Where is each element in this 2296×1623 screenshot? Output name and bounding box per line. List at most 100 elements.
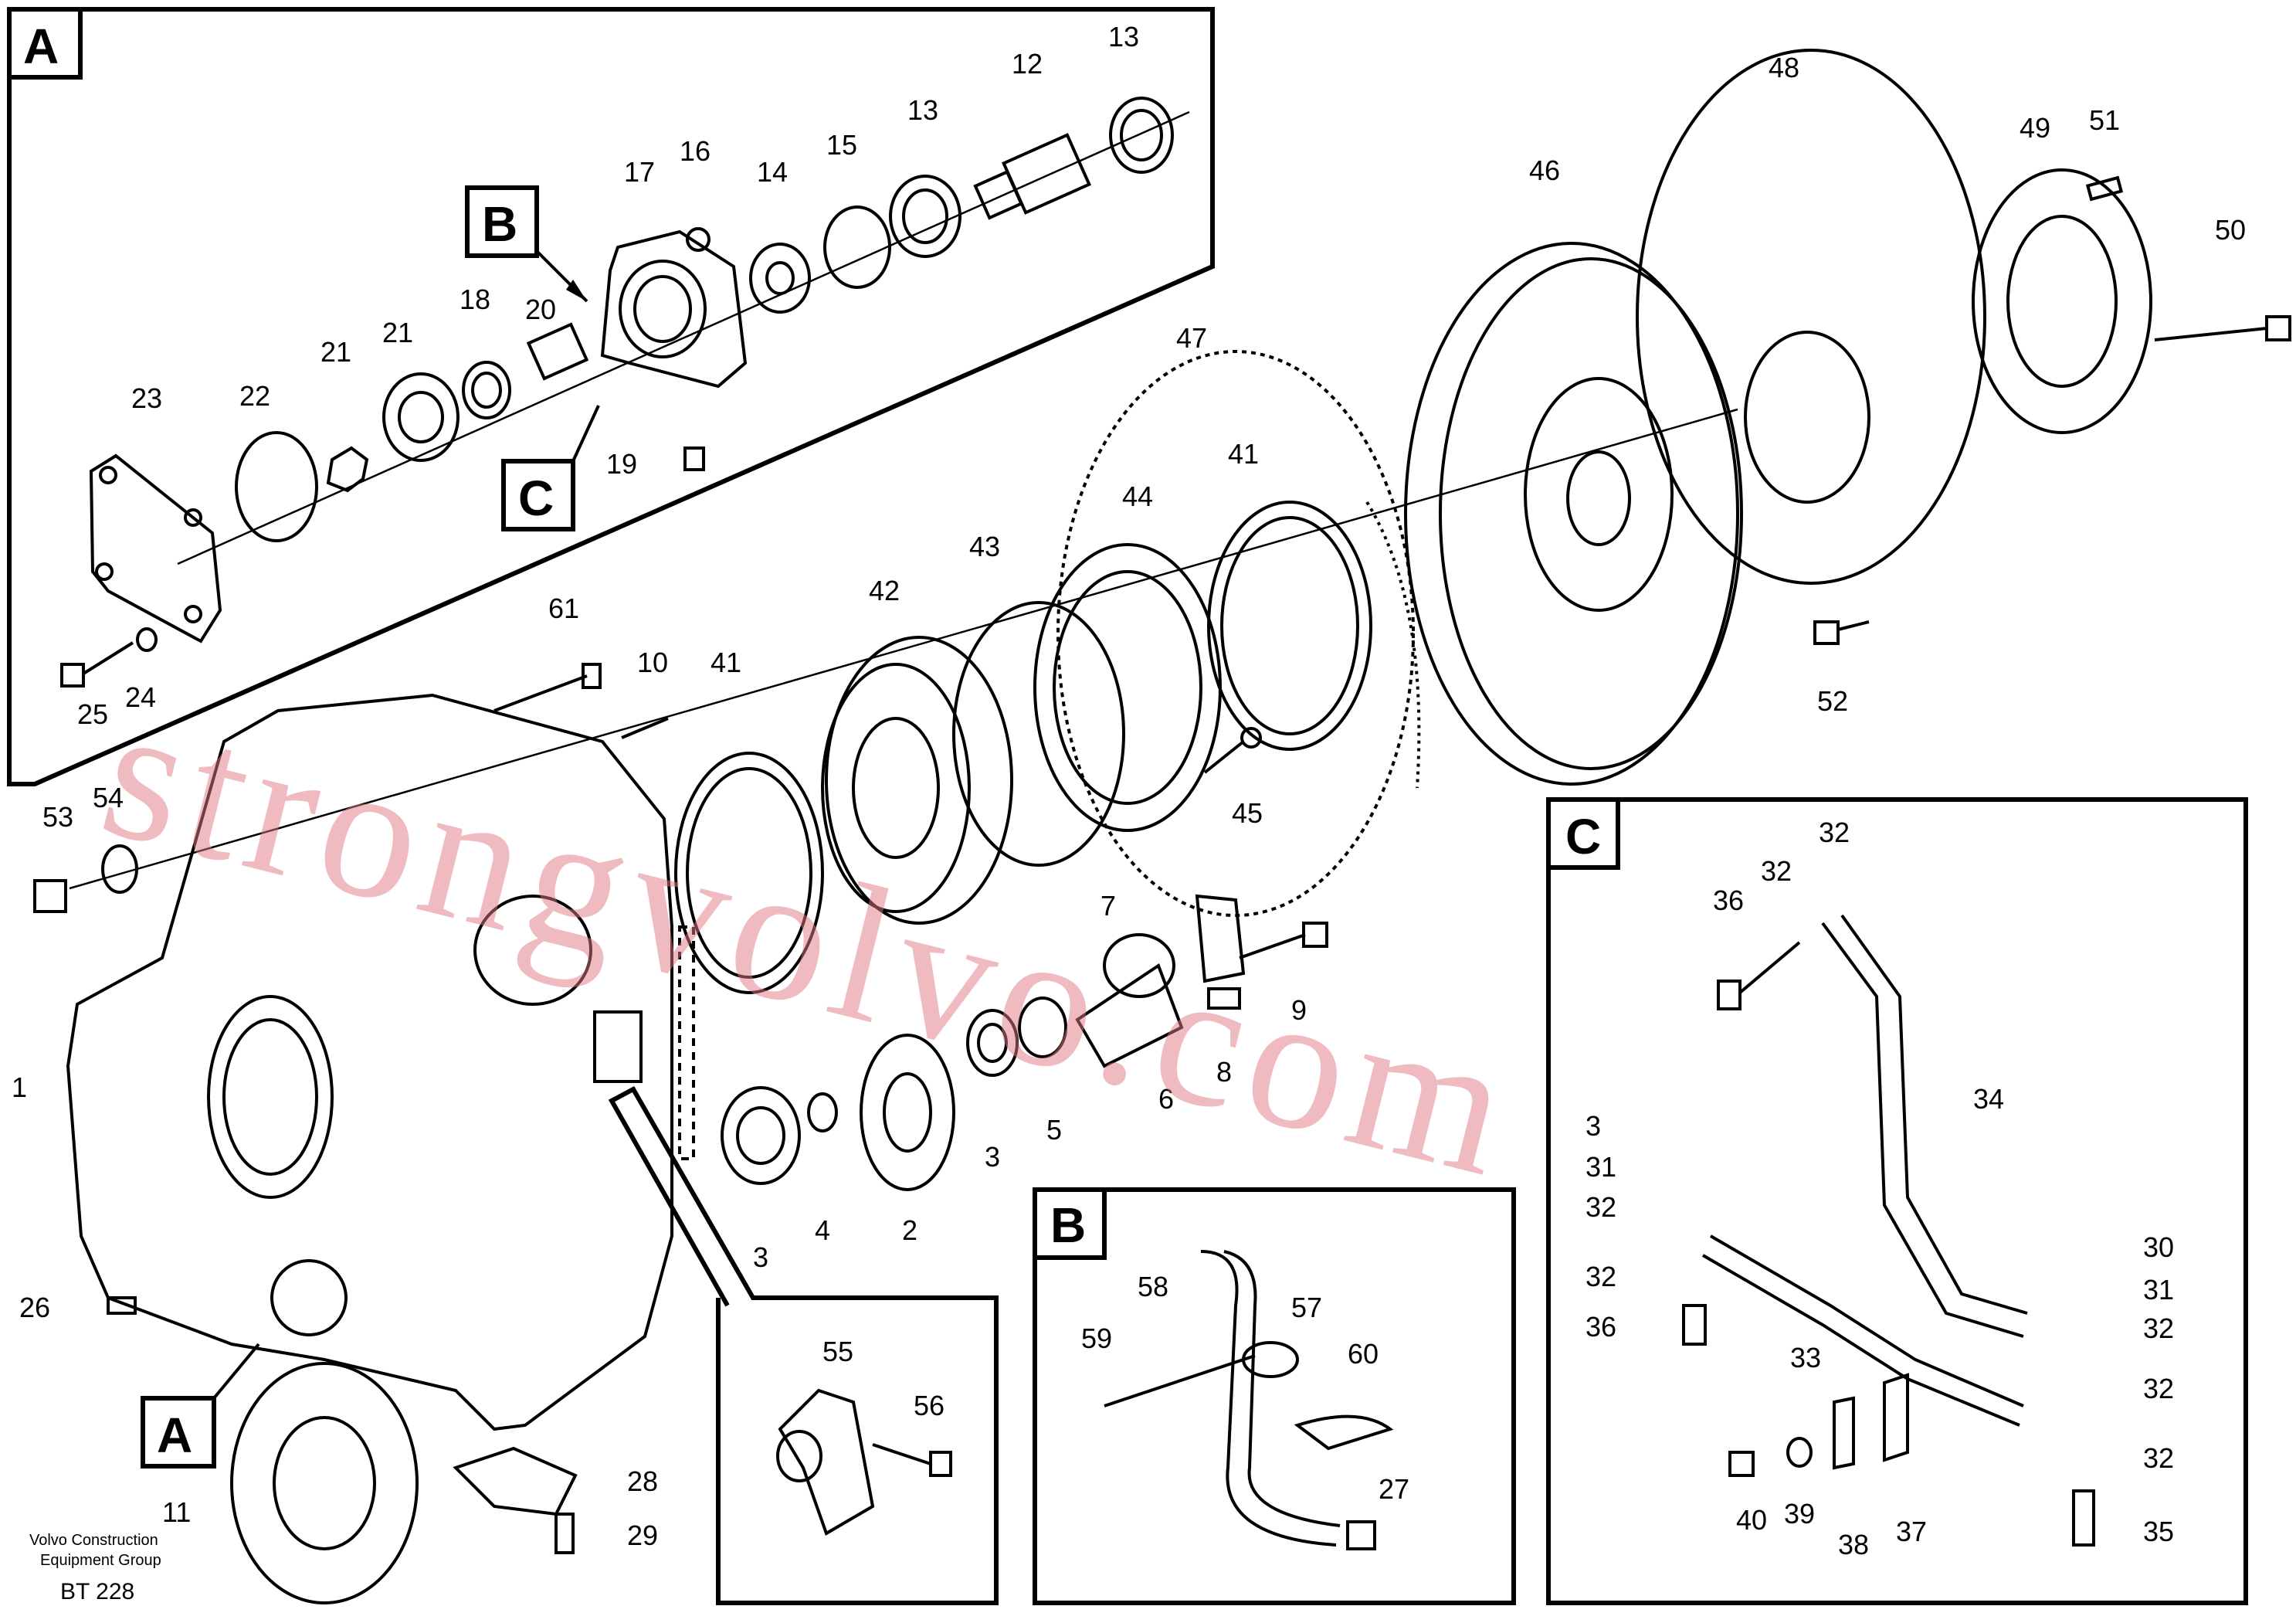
part-number-label: 40 — [1736, 1504, 1767, 1536]
clip-8 — [1207, 987, 1241, 1010]
part-number-label: 12 — [1012, 48, 1043, 80]
part-number-label: 24 — [125, 681, 156, 713]
part-number-label: 27 — [1379, 1473, 1409, 1505]
part-number-label: 3 — [1585, 1110, 1601, 1142]
bearing-13-left — [889, 175, 961, 258]
pump-assembly-detail-a — [60, 97, 1190, 688]
part-number-label: 52 — [1817, 685, 1848, 717]
part-number-label: 32 — [1819, 817, 1850, 848]
part-number-label: 44 — [1122, 480, 1153, 512]
pin-45 — [1203, 727, 1262, 774]
bolt-9 — [1239, 922, 1328, 959]
callout-box-b — [465, 185, 539, 258]
part-number-label: 41 — [1228, 438, 1259, 470]
part-number-label: 51 — [2089, 104, 2120, 136]
callout-letter-a-top: A — [23, 19, 59, 74]
o-ring-43 — [952, 601, 1125, 867]
callout-letter-c-inset: C — [1565, 809, 1601, 864]
callout-letter-c: C — [518, 470, 554, 526]
hose-detail-b — [1104, 1250, 1394, 1550]
pipe-detail-c — [1682, 914, 2095, 1547]
callout-letter-b: B — [482, 196, 517, 252]
part-number-label: 3 — [985, 1141, 1000, 1173]
part-number-label: 46 — [1529, 154, 1560, 186]
part-number-label: 36 — [1713, 885, 1744, 916]
part-number-label: 43 — [969, 531, 1000, 562]
part-number-label: 57 — [1291, 1292, 1322, 1323]
part-number-label: 20 — [525, 294, 556, 325]
cover-23 — [89, 453, 222, 643]
cover-plate-28 — [453, 1446, 578, 1516]
part-number-label: 13 — [907, 94, 938, 126]
footer-code: BT 228 — [60, 1579, 134, 1604]
part-number-label: 39 — [1784, 1498, 1815, 1530]
part-number-label: 7 — [1101, 890, 1116, 922]
o-ring-16 — [686, 227, 711, 252]
shaft-6 — [1075, 933, 1184, 1068]
bolt-29 — [554, 1513, 575, 1554]
o-ring-5 — [1018, 997, 1067, 1058]
part-number-label: 32 — [2143, 1442, 2174, 1474]
seal-41-left — [674, 752, 824, 994]
part-number-label: 32 — [1761, 855, 1792, 887]
housing-17 — [600, 229, 748, 389]
part-number-label: 48 — [1769, 52, 1799, 83]
part-number-label: 45 — [1232, 797, 1263, 829]
part-labels: 13 12 13 16 15 14 17 18 20 21 21 22 23 1… — [12, 21, 2246, 1560]
plug-19 — [683, 446, 705, 471]
part-number-label: 18 — [460, 284, 490, 315]
o-ring-15 — [823, 205, 891, 289]
gear-11 — [230, 1362, 419, 1604]
part-number-label: 16 — [680, 135, 711, 167]
part-number-label: 37 — [1896, 1516, 1927, 1547]
part-number-label: 41 — [711, 647, 741, 678]
seal-41-right — [1207, 501, 1372, 751]
part-number-label: 6 — [1158, 1083, 1174, 1115]
part-number-label: 36 — [1585, 1311, 1616, 1343]
part-number-label: 50 — [2215, 214, 2246, 246]
part-number-label: 58 — [1138, 1271, 1168, 1302]
part-number-label: 23 — [131, 382, 162, 414]
part-number-label: 59 — [1081, 1323, 1112, 1354]
bushing-20 — [526, 322, 589, 381]
part-number-label: 26 — [19, 1292, 50, 1323]
part-number-label: 17 — [624, 156, 655, 188]
gear-21-inner — [326, 446, 369, 493]
part-number-label: 10 — [637, 647, 668, 678]
part-number-label: 61 — [548, 592, 579, 624]
part-number-label: 31 — [2143, 1274, 2174, 1306]
stud-10 — [621, 717, 669, 739]
part-number-label: 49 — [2020, 112, 2050, 144]
part-number-label: 15 — [826, 129, 857, 161]
bearing-3-left — [721, 1086, 801, 1185]
part-number-label: 2 — [902, 1214, 917, 1246]
ring-4 — [807, 1092, 838, 1132]
bolt-51 — [2085, 175, 2124, 202]
part-number-label: 22 — [239, 380, 270, 412]
bearing-3-right — [966, 1009, 1019, 1077]
washer-24 — [136, 627, 158, 652]
part-number-label: 5 — [1046, 1114, 1062, 1146]
frame-detail-a — [7, 7, 1215, 786]
washer-54 — [101, 844, 138, 894]
part-number-label: 38 — [1838, 1529, 1869, 1560]
part-number-label: 31 — [1585, 1151, 1616, 1183]
callout-letter-a-bottom: A — [157, 1407, 192, 1463]
bolt-50 — [2154, 315, 2291, 341]
part-number-label: 47 — [1176, 322, 1207, 354]
part-number-label: 9 — [1291, 994, 1307, 1026]
sensor-detail — [776, 1388, 952, 1536]
callout-box-a-bottom — [141, 1396, 216, 1469]
shaft-12 — [973, 133, 1091, 220]
bolt-53 — [33, 879, 67, 913]
gear-2 — [860, 1034, 955, 1191]
part-number-label: 4 — [815, 1214, 830, 1246]
ring-gear-47 — [1056, 350, 1421, 917]
part-number-label: 35 — [2143, 1516, 2174, 1547]
gear-42 — [821, 636, 1013, 925]
flex-plate-48 — [1636, 49, 1986, 585]
part-number-label: 33 — [1790, 1342, 1821, 1373]
callout-box-a-top — [7, 7, 83, 80]
ring-18 — [462, 361, 511, 419]
frame-sensor-detail — [608, 1085, 999, 1605]
